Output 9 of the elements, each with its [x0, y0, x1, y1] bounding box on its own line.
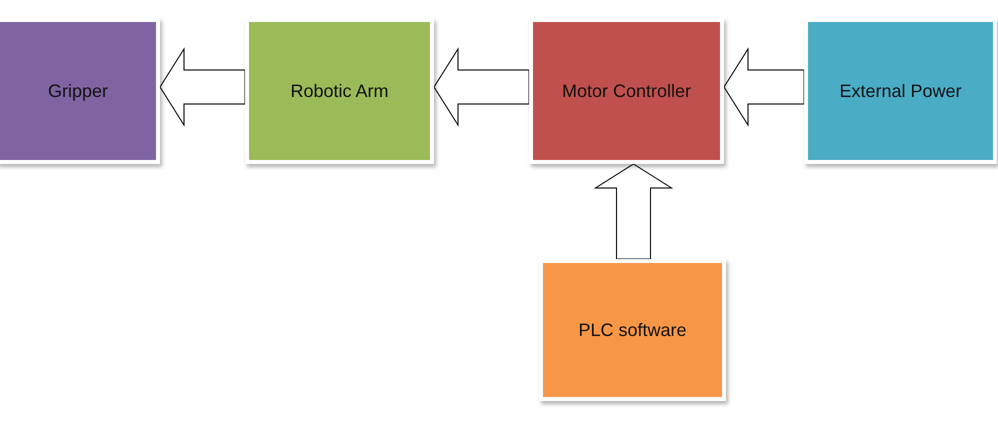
box-label: PLC software — [578, 320, 687, 340]
box-label: External Power — [839, 80, 962, 102]
block-arrow — [723, 47, 804, 127]
block-arrow — [433, 47, 530, 127]
block-arrow — [594, 163, 674, 260]
box-label: Gripper — [48, 80, 108, 102]
block-arrow — [159, 47, 246, 127]
box-label: Motor Controller — [562, 80, 692, 102]
box-label: Robotic Arm — [290, 80, 389, 102]
